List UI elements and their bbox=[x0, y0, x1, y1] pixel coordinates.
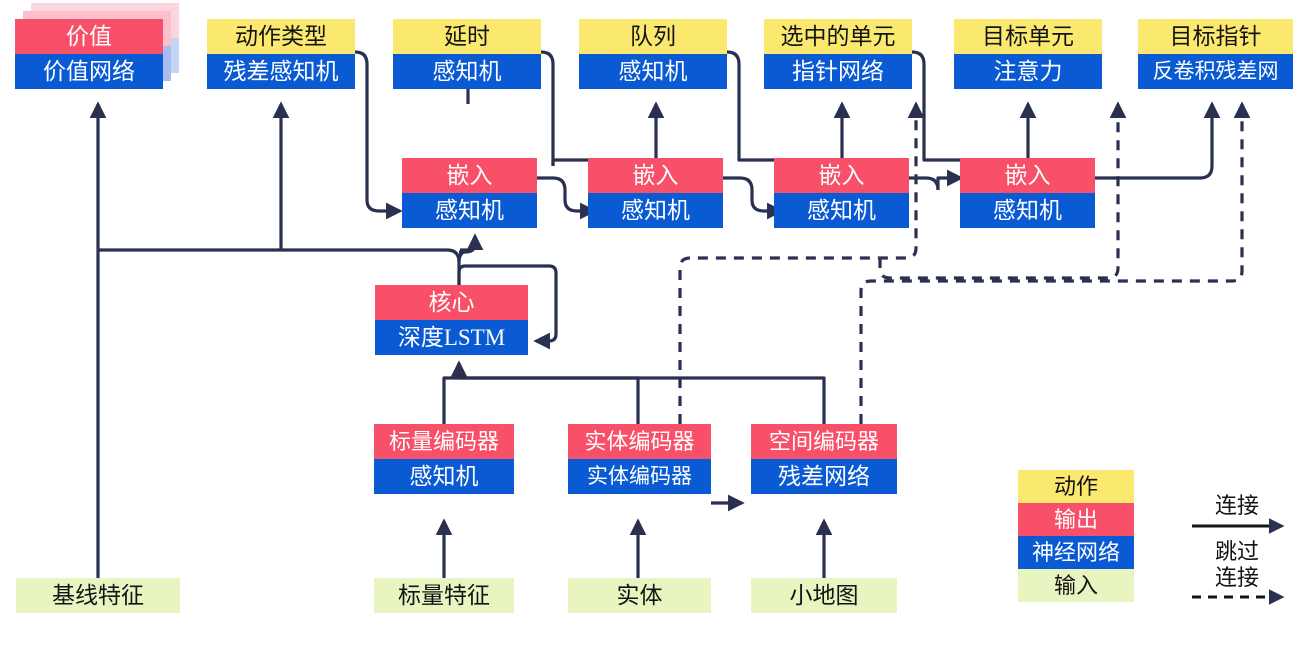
skip-entity-encoder-to-selected-unit bbox=[678, 101, 925, 424]
wire-action-type-to-embed-1 bbox=[354, 50, 403, 220]
head-value-network: 价值网络 bbox=[15, 54, 163, 89]
scalar-encoder-output: 标量编码器 bbox=[374, 424, 514, 459]
embed-1-output: 嵌入 bbox=[402, 158, 537, 193]
embed-1[interactable]: 嵌入 感知机 bbox=[402, 158, 537, 228]
input-minimap[interactable]: 小地图 bbox=[751, 578, 897, 613]
head-value-action: 价值 bbox=[15, 19, 163, 54]
head-target-unit[interactable]: 目标单元 注意力 bbox=[954, 19, 1102, 89]
embed-4[interactable]: 嵌入 感知机 bbox=[960, 158, 1095, 228]
head-queue[interactable]: 队列 感知机 bbox=[579, 19, 727, 89]
entity-encoder-network: 实体编码器 bbox=[568, 459, 711, 494]
legend-swatches: 动作 输出 神经网络 输入 bbox=[1018, 470, 1134, 602]
embed-1-network: 感知机 bbox=[402, 193, 537, 228]
head-selected-unit[interactable]: 选中的单元 指针网络 bbox=[764, 19, 912, 89]
spatial-encoder[interactable]: 空间编码器 残差网络 bbox=[751, 424, 897, 494]
head-target-pointer[interactable]: 目标指针 反卷积残差网 bbox=[1138, 19, 1293, 89]
legend-label-connection: 连接 bbox=[1214, 493, 1259, 518]
head-action-type[interactable]: 动作类型 残差感知机 bbox=[207, 19, 355, 89]
head-queue-action: 队列 bbox=[579, 19, 727, 54]
wire-embed-3-to-embed-4 bbox=[936, 169, 964, 190]
legend-swatch-network: 神经网络 bbox=[1018, 536, 1134, 569]
skip-spatial-encoder-to-target-pointer bbox=[859, 101, 1251, 424]
wire-core-to-embed-1 bbox=[459, 233, 484, 254]
wire-embed-2-to-embed-3 bbox=[723, 176, 784, 220]
entity-encoder-output: 实体编码器 bbox=[568, 424, 711, 459]
input-baseline-features-label: 基线特征 bbox=[16, 578, 180, 613]
skip-entity-encoder-to-target-unit bbox=[878, 101, 1127, 280]
head-queue-network: 感知机 bbox=[579, 54, 727, 89]
scalar-encoder-network: 感知机 bbox=[374, 459, 514, 494]
wire-delay-to-embed-2 bbox=[540, 50, 555, 166]
input-entities-label: 实体 bbox=[568, 578, 711, 613]
head-target-pointer-action: 目标指针 bbox=[1138, 19, 1293, 54]
wire-spatial-encoder-to-core-bus bbox=[459, 376, 826, 424]
input-baseline-features[interactable]: 基线特征 bbox=[16, 578, 180, 613]
spatial-encoder-output: 空间编码器 bbox=[751, 424, 897, 459]
legend-label-skip-connection: 连接 bbox=[1214, 565, 1259, 590]
wire-embed-4-to-target-pointer bbox=[1095, 101, 1221, 180]
input-minimap-label: 小地图 bbox=[751, 578, 897, 613]
input-entities[interactable]: 实体 bbox=[568, 578, 711, 613]
embed-2[interactable]: 嵌入 感知机 bbox=[588, 158, 723, 228]
head-value[interactable]: 价值 价值网络 bbox=[15, 19, 163, 89]
wire-embed-1-to-embed-2 bbox=[537, 176, 597, 220]
head-target-unit-network: 注意力 bbox=[954, 54, 1102, 89]
core-network: 深度LSTM bbox=[375, 320, 528, 355]
head-target-pointer-network: 反卷积残差网 bbox=[1138, 54, 1293, 89]
head-selected-unit-network: 指针网络 bbox=[764, 54, 912, 89]
head-action-type-action: 动作类型 bbox=[207, 19, 355, 54]
head-selected-unit-action: 选中的单元 bbox=[764, 19, 912, 54]
embed-4-network: 感知机 bbox=[960, 193, 1095, 228]
input-scalar-features[interactable]: 标量特征 bbox=[374, 578, 514, 613]
scalar-encoder[interactable]: 标量编码器 感知机 bbox=[374, 424, 514, 494]
embed-2-network: 感知机 bbox=[588, 193, 723, 228]
wire-selected-unit-to-embed-4 bbox=[911, 50, 1030, 162]
embed-3-network: 感知机 bbox=[774, 193, 909, 228]
wire-queue-to-embed-3 bbox=[726, 50, 844, 162]
legend-swatch-input: 输入 bbox=[1018, 569, 1134, 602]
wire-embed-3-to-embed-4-a bbox=[909, 176, 940, 191]
input-scalar-features-label: 标量特征 bbox=[374, 578, 514, 613]
head-target-unit-action: 目标单元 bbox=[954, 19, 1102, 54]
head-action-type-network: 残差感知机 bbox=[207, 54, 355, 89]
legend-swatch-action: 动作 bbox=[1018, 470, 1134, 503]
head-delay-action: 延时 bbox=[393, 19, 541, 54]
embed-3[interactable]: 嵌入 感知机 bbox=[774, 158, 909, 228]
wire-scalar-encoder-to-core-bus bbox=[442, 376, 459, 424]
head-delay[interactable]: 延时 感知机 bbox=[393, 19, 541, 89]
entity-encoder[interactable]: 实体编码器 实体编码器 bbox=[568, 424, 711, 494]
legend-label-skip: 跳过 bbox=[1214, 539, 1259, 564]
embed-4-output: 嵌入 bbox=[960, 158, 1095, 193]
legend-swatch-output: 输出 bbox=[1018, 503, 1134, 536]
spatial-encoder-network: 残差网络 bbox=[751, 459, 897, 494]
head-delay-network: 感知机 bbox=[393, 54, 541, 89]
embed-3-output: 嵌入 bbox=[774, 158, 909, 193]
core-module[interactable]: 核心 深度LSTM bbox=[375, 285, 528, 355]
embed-2-output: 嵌入 bbox=[588, 158, 723, 193]
wire-entity-encoder-to-core-bus bbox=[459, 376, 640, 424]
core-output: 核心 bbox=[375, 285, 528, 320]
wire-core-out-left-bus bbox=[98, 248, 461, 285]
